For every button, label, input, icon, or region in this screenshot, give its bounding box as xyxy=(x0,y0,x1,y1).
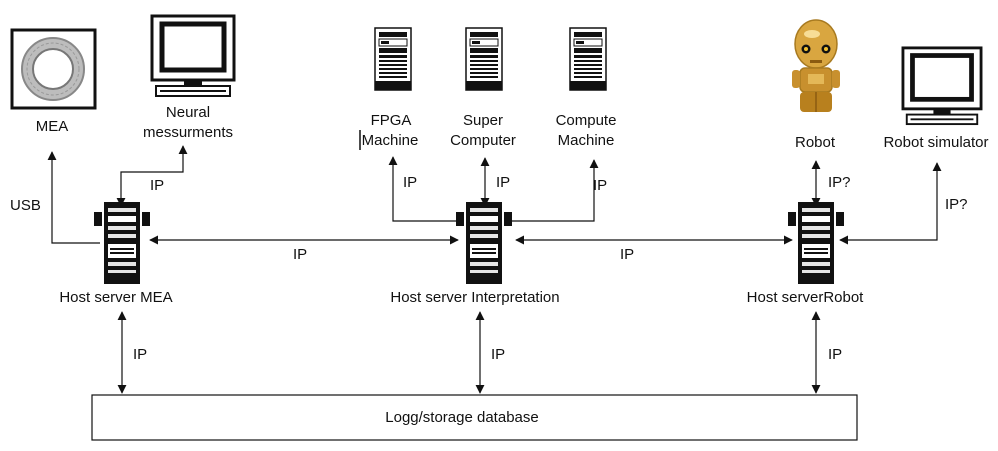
host-server-mea-node: Host server MEA xyxy=(59,202,173,306)
mea-label: MEA xyxy=(36,118,69,135)
fpga-node: FPGA Machine xyxy=(359,27,419,150)
monitor-icon xyxy=(903,48,981,124)
host-server-robot-label: Host serverRobot xyxy=(747,289,865,306)
robot-db-ip-label: IP xyxy=(828,346,842,363)
super-label-line2: Computer xyxy=(450,132,516,149)
server-tower-icon xyxy=(788,202,844,284)
neural-node: Neural messurments xyxy=(143,16,234,141)
server-tower-icon xyxy=(94,202,150,284)
interp-db-ip-label: IP xyxy=(491,346,505,363)
compute-label-line1: Compute xyxy=(556,112,617,129)
host-server-robot-node: Host serverRobot xyxy=(747,202,865,306)
robot-node: Robot xyxy=(792,19,840,151)
robot-ip-label: IP? xyxy=(828,174,851,191)
mea-db-ip-label: IP xyxy=(133,346,147,363)
fpga-ip-label: IP xyxy=(403,174,417,191)
host-server-interpretation-label: Host server Interpretation xyxy=(390,289,559,306)
host-server-interpretation-node: Host server Interpretation xyxy=(390,202,560,306)
compute-label-line2: Machine xyxy=(558,132,615,149)
robot-simulator-node: Robot simulator xyxy=(883,48,989,151)
connections xyxy=(47,145,942,394)
fpga-label-line1: FPGA xyxy=(371,112,412,129)
neural-link-line xyxy=(116,145,188,207)
robot-simulator-label: Robot simulator xyxy=(883,134,988,151)
server-tower-icon xyxy=(569,27,607,91)
compute-machine-node: Compute Machine xyxy=(556,27,617,149)
database-node: Logg/storage database xyxy=(91,394,858,441)
super-ip-label: IP xyxy=(496,174,510,191)
edge-labels: USB IP IP IP IP IP? IP? IP IP IP IP IP xyxy=(10,174,968,363)
mea-node: MEA xyxy=(10,28,97,135)
database-box xyxy=(91,394,858,441)
neural-label-line1: Neural xyxy=(166,104,210,121)
fpga-link-line xyxy=(388,156,462,222)
simulator-link-line xyxy=(839,162,942,245)
simulator-ip-label: IP? xyxy=(945,196,968,213)
interp-robot-ip-label: IP xyxy=(620,246,634,263)
compute-ip-label: IP xyxy=(593,177,607,194)
host-server-mea-label: Host server MEA xyxy=(59,289,172,306)
super-computer-node: Super Computer xyxy=(450,27,516,149)
super-label-line1: Super xyxy=(463,112,503,129)
neural-label-line2: messurments xyxy=(143,124,233,141)
fpga-label-line2: Machine xyxy=(362,132,419,149)
compute-link-line xyxy=(510,159,599,222)
usb-label: USB xyxy=(10,197,41,214)
neural-ip-label: IP xyxy=(150,177,164,194)
usb-link-line xyxy=(47,151,100,244)
database-label: Logg/storage database xyxy=(385,409,538,426)
robot-label: Robot xyxy=(795,134,836,151)
robot-icon xyxy=(792,19,840,112)
mea-interp-ip-label: IP xyxy=(293,246,307,263)
mea-electrode-array-icon xyxy=(10,28,97,110)
server-tower-icon xyxy=(456,202,512,284)
server-tower-icon xyxy=(465,27,503,91)
server-tower-icon xyxy=(374,27,412,91)
monitor-icon xyxy=(152,16,234,96)
